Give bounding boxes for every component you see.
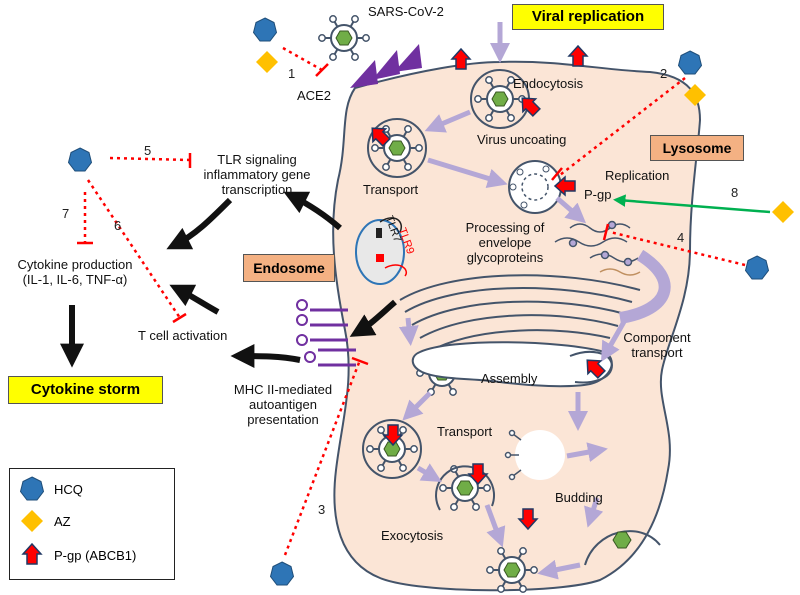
step-number: 8 [731,185,739,200]
inhibition-lines [83,46,746,556]
assembly-compartment [411,341,613,388]
hcq-molecule [253,17,277,42]
legend: HCQ AZ P-gp (ABCB1) [9,468,175,580]
viral-replication-box: Viral replication [512,4,664,30]
tlr-signaling-line: transcription [221,182,293,197]
hcq-molecule [270,561,294,586]
exit-virus-core [612,531,632,549]
legend-az-label: AZ [54,514,71,529]
pgp-label: P-gp [584,187,612,202]
hcq-molecule [745,255,769,280]
cytokine-production-line: (IL-1, IL-6, TNF-α) [22,272,128,287]
tlr-signaling-line: inflammatory gene [203,167,311,182]
hcq-icon [19,476,45,501]
processing-line: glycoproteins [466,250,544,265]
processing-line: Processing of [465,220,545,235]
transport-vesicle [367,118,427,178]
legend-hcq-label: HCQ [54,482,83,497]
component-transport-label: Component transport [612,330,702,360]
exocytosis-label: Exocytosis [381,528,444,543]
endocytosis-label: Endocytosis [513,76,584,91]
rna-strands [554,220,641,276]
ace2-receptor [350,44,422,88]
lysosome-box: Lysosome [650,135,744,161]
step-number: 3 [318,502,326,517]
transport-label-bottom: Transport [437,424,493,439]
pgp-icon [21,542,43,565]
budding-label: Budding [555,490,603,505]
exocytosis-vesicle [435,465,495,511]
step-number: 4 [677,230,685,245]
mhc-line: MHC II-mediated [233,382,333,397]
legend-symbols [19,476,45,565]
az-pgp-arrow [613,194,771,214]
step-number: 1 [288,66,296,81]
t-cell-activation-label: T cell activation [138,328,228,343]
virus-label: SARS-CoV-2 [368,4,444,19]
budding-vesicle [515,430,565,480]
cell-body [332,60,702,592]
budding-spikes [504,429,522,481]
endosome-box: Endosome [243,254,335,282]
tlr-signaling-label: TLR signaling inflammatory gene transcri… [192,152,322,197]
virus-particle [317,14,371,62]
cytokine-production-line: Cytokine production [17,257,133,272]
hcq-molecule [678,50,702,75]
assembly-label: Assembly [481,371,538,386]
step-number: 7 [62,206,70,221]
mhc-label: MHC II-mediated autoantigen presentation [218,382,348,427]
step-number: 2 [660,66,668,81]
mhc-line: autoantigen [249,397,317,412]
component-transport-line: Component [623,330,691,345]
golgi-apparatus [399,274,641,352]
az-icon [21,510,43,532]
cytokine-storm-box: Cytokine storm [8,376,163,404]
cytokine-production-label: Cytokine production (IL-1, IL-6, TNF-α) [0,257,150,287]
replication-label: Replication [605,168,670,183]
inhibition-bars [77,63,610,366]
pgp-pump [568,45,588,67]
transport-label-top: Transport [363,182,419,197]
mhc-ii-complex [296,299,356,367]
hcq-molecule [68,147,92,172]
step-number: 5 [144,143,152,158]
tlr-signaling-line: TLR signaling [217,152,297,167]
immune-arrows [60,191,397,369]
transport-vesicle [362,419,422,479]
mhc-line: presentation [247,412,319,427]
processing-line: envelope [478,235,532,250]
flow-arrows [398,22,628,580]
az-molecule [772,201,794,223]
uncoating-vesicle [508,160,562,214]
ace2-label: ACE2 [297,88,331,103]
virus-uncoating-label: Virus uncoating [477,132,567,147]
component-transport-arrow [618,249,671,324]
az-molecule [256,51,278,73]
endosome-tlr [355,217,407,285]
legend-pgp-label: P-gp (ABCB1) [54,548,137,563]
step-number: 6 [114,218,122,233]
component-transport-line: transport [631,345,683,360]
processing-label: Processing of envelope glycoproteins [440,220,570,265]
